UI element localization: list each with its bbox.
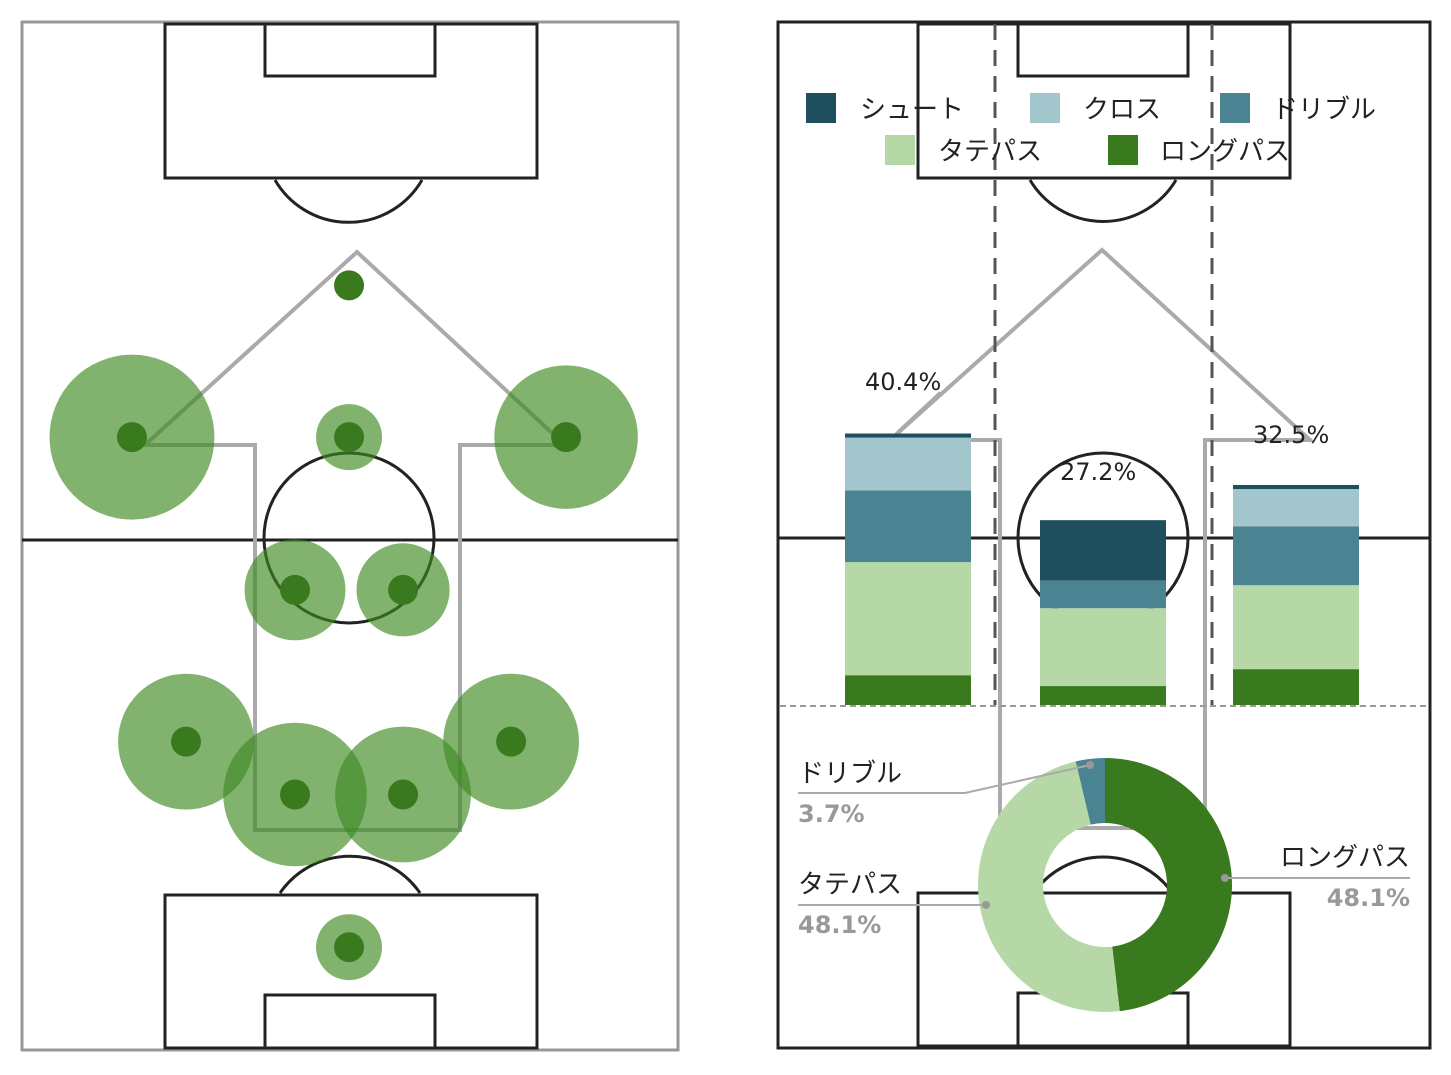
stacked-bars [845, 433, 1359, 705]
legend-swatch-dribble [1220, 93, 1250, 123]
attack-direction-arrow [884, 247, 1316, 830]
bar-segment-left [845, 490, 971, 563]
bar-segment-left [845, 562, 971, 676]
donut-pct-long-pass: 48.1% [1327, 884, 1410, 912]
top-goal-area [1016, 22, 1190, 78]
bar-segment-left [845, 675, 971, 705]
left-pitch [20, 20, 680, 1052]
legend-label-dribble: ドリブル [1272, 95, 1376, 125]
donut-slice [978, 761, 1120, 1013]
bottom-goal-area [263, 993, 437, 1050]
leader-dot [1086, 761, 1094, 769]
donut-label-dribble: ドリブル [798, 759, 902, 789]
bottom-penalty-arc [1033, 855, 1173, 892]
player-dot [280, 779, 311, 810]
bar-segment-right [1233, 669, 1359, 705]
legend-label-shot: シュート [860, 95, 964, 125]
legend: シュート クロス ドリブル タテパス ロングパス [806, 93, 1376, 167]
player-dot [116, 422, 147, 453]
donut-slice [1105, 758, 1233, 1012]
donut-chart [978, 758, 1233, 1013]
player-dot [171, 726, 201, 757]
donut-slice [1075, 758, 1105, 825]
bar-segment-left [845, 437, 971, 491]
bar-segment-right [1233, 585, 1359, 670]
legend-swatch-cross [1030, 93, 1060, 123]
donut-label-long-pass: ロングパス [1280, 843, 1410, 873]
leader-line [798, 764, 1091, 794]
donut-pct-dribble: 3.7% [798, 800, 865, 828]
donut-label-vertical-pass: タテパス [798, 870, 902, 900]
bar-segment-right [1233, 526, 1359, 586]
bar-total-right: 32.5% [1253, 421, 1329, 449]
right-pitch: 40.4% 27.2% 32.5% シュート クロス ドリブル タテパス ロング… [776, 20, 1432, 1050]
top-goal-area [263, 22, 437, 78]
legend-label-vertical-pass: タテパス [938, 137, 1042, 167]
player-dot [496, 726, 527, 757]
pitch-border [20, 20, 680, 1052]
player-markers [49, 270, 638, 981]
bar-segment-right [1233, 489, 1359, 527]
bar-total-labels: 40.4% 27.2% 32.5% [865, 368, 1329, 486]
bar-segment-center [1040, 580, 1166, 609]
leader-line [896, 391, 941, 433]
player-dot [388, 779, 419, 810]
bottom-penalty-arc [278, 854, 422, 894]
bar-segment-center [1040, 520, 1166, 581]
bar-segment-center [1040, 608, 1166, 687]
bar-total-center: 27.2% [1060, 458, 1136, 486]
legend-swatch-long-pass [1108, 135, 1138, 165]
donut-pct-vertical-pass: 48.1% [798, 911, 881, 939]
player-dot [334, 270, 365, 301]
player-dot [551, 422, 582, 453]
top-penalty-arc [273, 179, 424, 224]
player-dot [334, 422, 365, 453]
player-dot [280, 574, 311, 605]
player-dot [334, 932, 365, 963]
leader-dot [1221, 874, 1229, 882]
legend-label-cross: クロス [1083, 95, 1161, 125]
leader-dot [982, 901, 990, 909]
bar-segment-center [1040, 686, 1166, 705]
legend-swatch-shot [806, 93, 836, 123]
legend-label-long-pass: ロングパス [1160, 137, 1290, 167]
donut-labels: ドリブル 3.7% タテパス 48.1% ロングパス 48.1% [798, 759, 1410, 939]
bar-segment-left [845, 433, 971, 438]
bar-total-left: 40.4% [865, 368, 941, 396]
top-penalty-arc [1028, 179, 1178, 223]
legend-swatch-vertical-pass [885, 135, 915, 165]
player-dot [388, 574, 419, 605]
bar-segment-right [1233, 484, 1359, 490]
